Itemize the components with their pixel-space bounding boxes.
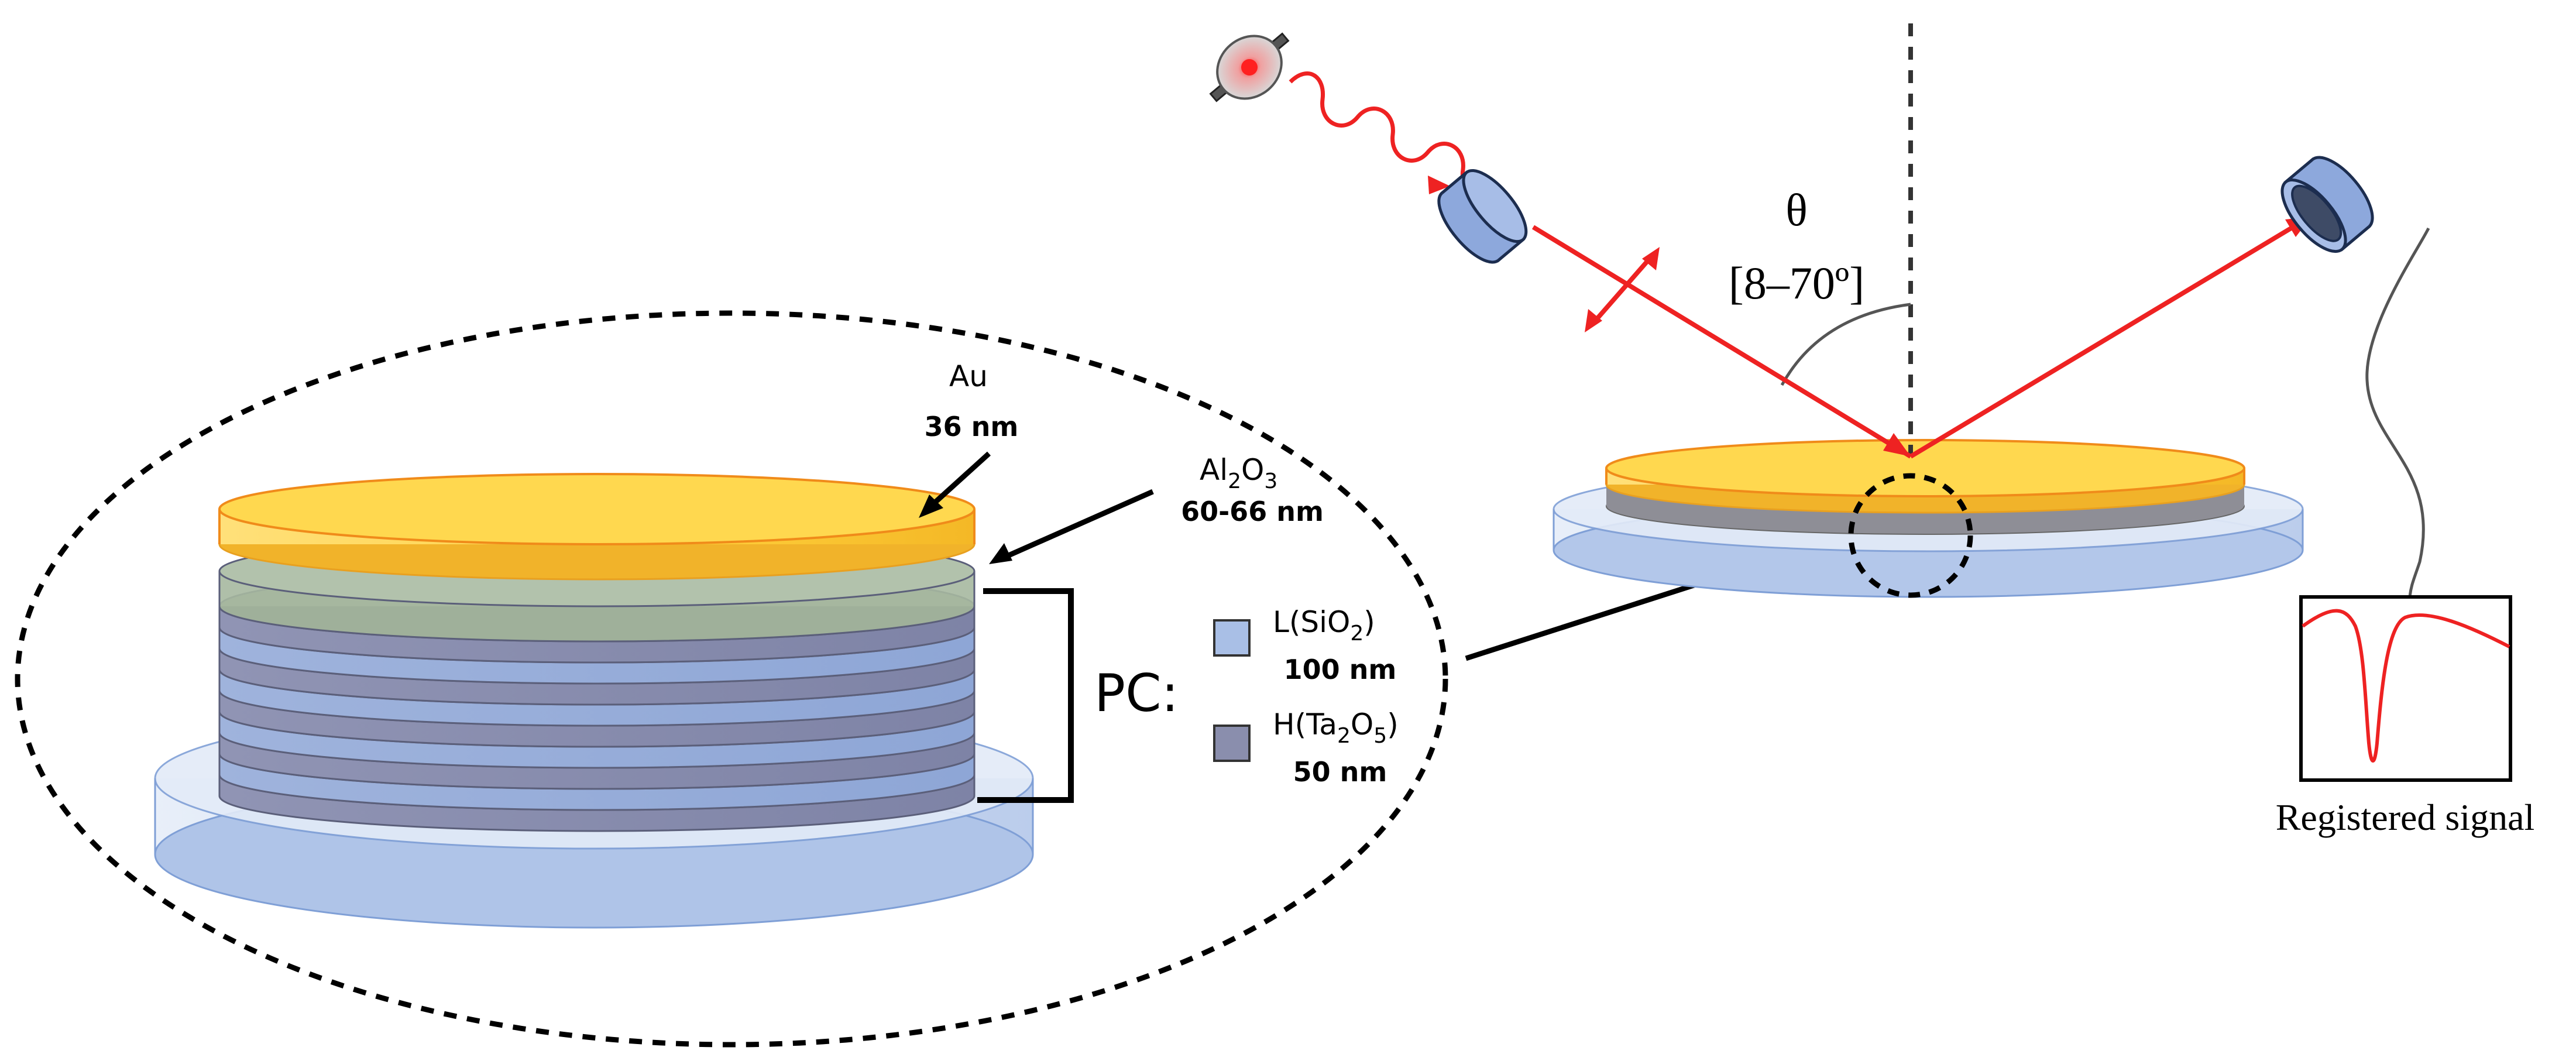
reflected-beam xyxy=(1909,219,2304,459)
detector-icon xyxy=(2280,156,2374,253)
inset-zoom-group: Au 36 nm Al2O3 60-66 nm PC: L(SiO2) 100 … xyxy=(15,310,1448,1048)
sample-chip xyxy=(1553,439,2304,598)
au-thickness-label: 36 nm xyxy=(925,411,1019,442)
detector-cable xyxy=(2365,227,2430,598)
light-wave-arrowhead xyxy=(1428,176,1450,194)
legend-h-swatch xyxy=(1213,725,1251,762)
signal-curve xyxy=(2302,609,2510,763)
incidence-angle-arc xyxy=(1780,303,1911,386)
polarization-arrow xyxy=(1589,253,1655,327)
legend-h-label: H(Ta2O5) xyxy=(1273,708,1399,748)
al2o3-label: Al2O3 xyxy=(1200,453,1277,493)
al2o3-arrow xyxy=(1000,489,1154,562)
legend-h-thickness: 50 nm xyxy=(1293,756,1387,788)
inset-layer-stack xyxy=(218,535,976,832)
polarization-arrowhead-2 xyxy=(1585,309,1602,332)
angle-range-label: [8–70º] xyxy=(1729,258,1864,308)
incident-beam-arrowhead xyxy=(1883,433,1911,456)
polarization-arrowhead-1 xyxy=(1642,247,1660,270)
polarizer-icon xyxy=(1437,169,1528,264)
signal-plot-frame xyxy=(2299,595,2512,782)
al2o3-thickness-label: 60-66 nm xyxy=(1181,496,1324,527)
lamp-icon xyxy=(1209,32,1290,102)
au-label: Au xyxy=(949,359,988,393)
light-wave xyxy=(1289,71,1487,193)
inset-dashed-ellipse xyxy=(15,310,1448,1048)
legend-l-thickness: 100 nm xyxy=(1284,654,1397,685)
pc-bracket xyxy=(977,588,1074,803)
zoom-spot-circle xyxy=(1848,473,1973,598)
pc-label: PC: xyxy=(1094,663,1179,723)
incident-beam xyxy=(1531,225,1912,459)
theta-label: θ xyxy=(1785,184,1807,235)
registered-signal-label: Registered signal xyxy=(2276,796,2535,838)
inset-gold-layer xyxy=(218,473,976,581)
au-arrow xyxy=(925,451,991,511)
legend-l-swatch xyxy=(1213,619,1251,657)
legend-l-label: L(SiO2) xyxy=(1273,605,1375,646)
al2o3-arrowhead xyxy=(989,543,1012,564)
registered-signal-plot xyxy=(2299,595,2512,782)
au-arrowhead xyxy=(919,495,943,518)
